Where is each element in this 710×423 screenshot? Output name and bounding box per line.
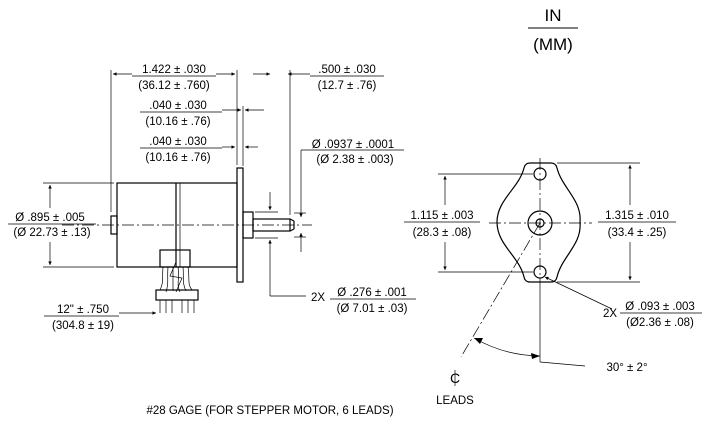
dim-hole-prefix: 2X	[603, 308, 617, 320]
dim-angle: 30° ± 2°	[606, 362, 647, 374]
dim-gap1-in: .040 ± .030	[149, 100, 206, 112]
dim-body-dia-mm: (Ø 22.73 ± .13)	[13, 227, 90, 239]
lead-pins	[159, 300, 195, 313]
lead-wires	[155, 249, 199, 313]
dim-lead-length-in: 12" ± .750	[57, 304, 109, 316]
dim-gap1-mm: (10.16 ± .76)	[145, 116, 210, 128]
dim-body-length-in: 1.422 ± .030	[142, 64, 206, 76]
angle-arrow-left	[474, 338, 483, 344]
dim-boss-prefix: 2X	[311, 292, 325, 304]
centerline-leads: LEADS	[436, 395, 474, 407]
flange-outline	[496, 162, 581, 283]
dim-body-length-mm: (36.12 ± .760)	[138, 80, 210, 92]
lead-break-mark	[169, 261, 183, 293]
dim-flange-inner-mm: (28.3 ± .08)	[413, 227, 472, 239]
units-bottom: (MM)	[533, 35, 573, 54]
angle-arc	[473, 337, 541, 357]
dim-gap2-in: .040 ± .030	[149, 136, 206, 148]
dim-shaft-dia-in: Ø .0937 ± .0001	[312, 139, 394, 151]
dim-shaft-length-mm: (12.7 ± .76)	[318, 80, 377, 92]
shaft-tip-top	[289, 218, 295, 222]
lead-exit-block	[159, 249, 191, 268]
dim-flange-outer-in: 1.315 ± .010	[605, 210, 669, 222]
dim-hole-mm: (Ø2.36 ± .08)	[626, 317, 694, 329]
angle-leader	[539, 361, 586, 367]
motor-front-view	[460, 158, 592, 358]
motor-side-view	[62, 167, 312, 313]
dim-boss-dia-mm: (Ø 7.01 ± .03)	[337, 303, 408, 315]
dim-boss-dia-in: Ø .276 ± .001	[337, 287, 407, 299]
caption: #28 GAGE (FOR STEPPER MOTOR, 6 LEADS)	[146, 405, 393, 417]
dim-hole-in: Ø .093 ± .003	[625, 301, 695, 313]
dim-gap2-mm: (10.16 ± .76)	[145, 152, 210, 164]
dim-shaft-length-in: .500 ± .030	[318, 64, 375, 76]
dim-hole-leader	[544, 276, 613, 310]
angle-arrow-right	[531, 353, 540, 359]
shaft-tip-bottom	[289, 228, 295, 232]
dim-flange-inner-in: 1.115 ± .003	[410, 210, 473, 222]
dim-lead-length-mm: (304.8 ± 19)	[52, 320, 114, 332]
units-legend: IN (MM)	[528, 6, 578, 54]
centerline-label: C LEADS	[436, 370, 474, 407]
lead-connector	[155, 289, 199, 301]
lead-strands	[159, 266, 193, 293]
leads-centerline	[460, 222, 541, 358]
dim-body-dia-in: Ø .895 ± .005	[15, 212, 85, 224]
dim-shaft-dia-mm: (Ø 2.38 ± .003)	[316, 154, 393, 166]
dim-flange-outer-mm: (33.4 ± .25)	[608, 227, 667, 239]
units-top: IN	[545, 6, 562, 25]
